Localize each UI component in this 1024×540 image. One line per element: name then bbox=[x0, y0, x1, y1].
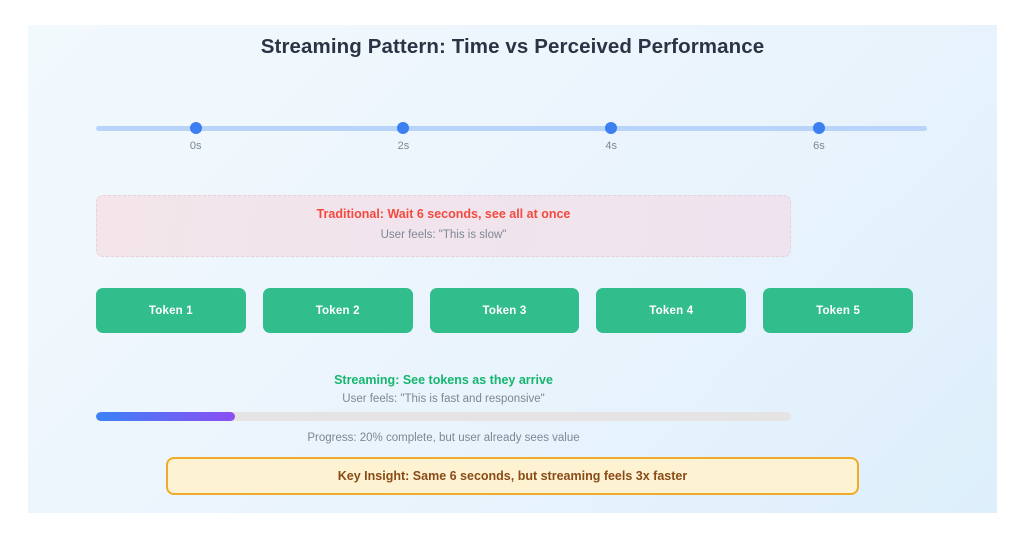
traditional-title: Traditional: Wait 6 seconds, see all at … bbox=[316, 207, 571, 221]
page-title: Streaming Pattern: Time vs Perceived Per… bbox=[260, 35, 765, 58]
timeline: 0s 2s 4s 6s bbox=[96, 122, 927, 162]
key-insight-panel: Key Insight: Same 6 seconds, but streami… bbox=[166, 457, 859, 495]
token-row: Token 1 Token 2 Token 3 Token 4 Token 5 bbox=[96, 288, 913, 333]
streaming-subtitle: User feels: "This is fast and responsive… bbox=[342, 393, 545, 405]
timeline-dot-icon bbox=[812, 122, 825, 134]
key-insight-text: Key Insight: Same 6 seconds, but streami… bbox=[337, 469, 688, 483]
token-chip[interactable]: Token 1 bbox=[96, 288, 246, 333]
timeline-tick-label: 2s bbox=[397, 140, 410, 152]
token-chip[interactable]: Token 4 bbox=[596, 288, 747, 333]
timeline-dot-icon bbox=[189, 122, 202, 134]
progress-caption: Progress: 20% complete, but user already… bbox=[307, 432, 580, 444]
traditional-subtitle: User feels: "This is slow" bbox=[380, 229, 507, 241]
timeline-track bbox=[96, 126, 927, 131]
token-chip[interactable]: Token 3 bbox=[429, 288, 580, 333]
timeline-tick-label: 4s bbox=[605, 140, 618, 152]
progress-bar-track[interactable] bbox=[96, 412, 791, 421]
token-chip[interactable]: Token 5 bbox=[763, 288, 913, 333]
infographic-canvas: Streaming Pattern: Time vs Perceived Per… bbox=[28, 25, 997, 513]
traditional-panel: Traditional: Wait 6 seconds, see all at … bbox=[96, 195, 791, 257]
streaming-title: Streaming: See tokens as they arrive bbox=[334, 373, 553, 387]
progress-bar-fill bbox=[96, 412, 235, 421]
token-chip[interactable]: Token 2 bbox=[262, 288, 413, 333]
timeline-dot-icon bbox=[397, 122, 410, 134]
timeline-tick-label: 6s bbox=[813, 140, 825, 152]
timeline-tick-label: 0s bbox=[189, 140, 202, 152]
timeline-dot-icon bbox=[605, 122, 618, 134]
